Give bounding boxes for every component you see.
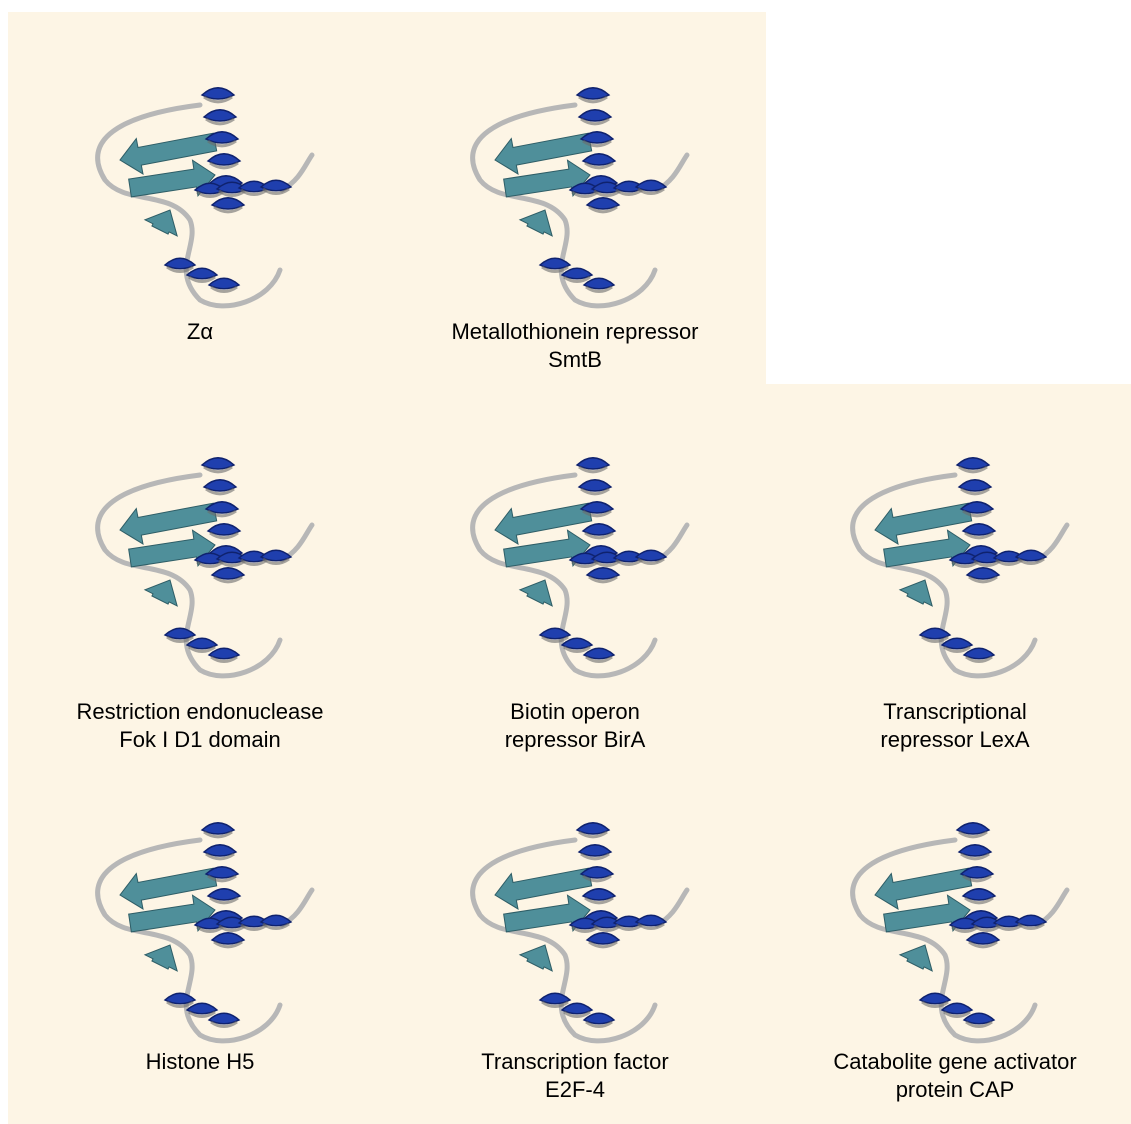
protein-ribbon-icon: [805, 440, 1105, 690]
protein-ribbon-icon: [50, 70, 350, 320]
label-line: SmtB: [405, 346, 745, 374]
structure-label: Catabolite gene activator protein CAP: [785, 1048, 1125, 1104]
protein-ribbon-icon: [425, 70, 725, 320]
label-line: Transcriptional: [785, 698, 1125, 726]
label-line: Metallothionein repressor: [405, 318, 745, 346]
structure-cap: Catabolite gene activator protein CAP: [785, 805, 1125, 1115]
structure-label: Metallothionein repressor SmtB: [405, 318, 745, 374]
label-line: Fok I D1 domain: [30, 726, 370, 754]
protein-ribbon-icon: [805, 805, 1105, 1055]
protein-ribbon-icon: [425, 805, 725, 1055]
protein-ribbon-icon: [425, 440, 725, 690]
structure-label: Zα: [30, 318, 370, 346]
structure-label: Restriction endonuclease Fok I D1 domain: [30, 698, 370, 754]
label-line: repressor LexA: [785, 726, 1125, 754]
label-line: repressor BirA: [405, 726, 745, 754]
structure-label: Biotin operon repressor BirA: [405, 698, 745, 754]
structure-zalpha: Zα: [30, 70, 370, 380]
label-line: Restriction endonuclease: [30, 698, 370, 726]
label-line: Zα: [30, 318, 370, 346]
protein-ribbon-icon: [50, 440, 350, 690]
label-line: Biotin operon: [405, 698, 745, 726]
protein-ribbon-icon: [50, 805, 350, 1055]
label-line: Histone H5: [30, 1048, 370, 1076]
structure-label: Histone H5: [30, 1048, 370, 1076]
structure-bira: Biotin operon repressor BirA: [405, 440, 745, 760]
structure-e2f4: Transcription factor E2F-4: [405, 805, 745, 1115]
structure-smtb: Metallothionein repressor SmtB: [405, 70, 745, 380]
structure-label: Transcriptional repressor LexA: [785, 698, 1125, 754]
structure-h5: Histone H5: [30, 805, 370, 1115]
label-line: Transcription factor: [405, 1048, 745, 1076]
structure-foki: Restriction endonuclease Fok I D1 domain: [30, 440, 370, 760]
label-line: Catabolite gene activator: [785, 1048, 1125, 1076]
structure-lexa: Transcriptional repressor LexA: [785, 440, 1125, 760]
label-line: E2F-4: [405, 1076, 745, 1104]
structure-label: Transcription factor E2F-4: [405, 1048, 745, 1104]
label-line: protein CAP: [785, 1076, 1125, 1104]
